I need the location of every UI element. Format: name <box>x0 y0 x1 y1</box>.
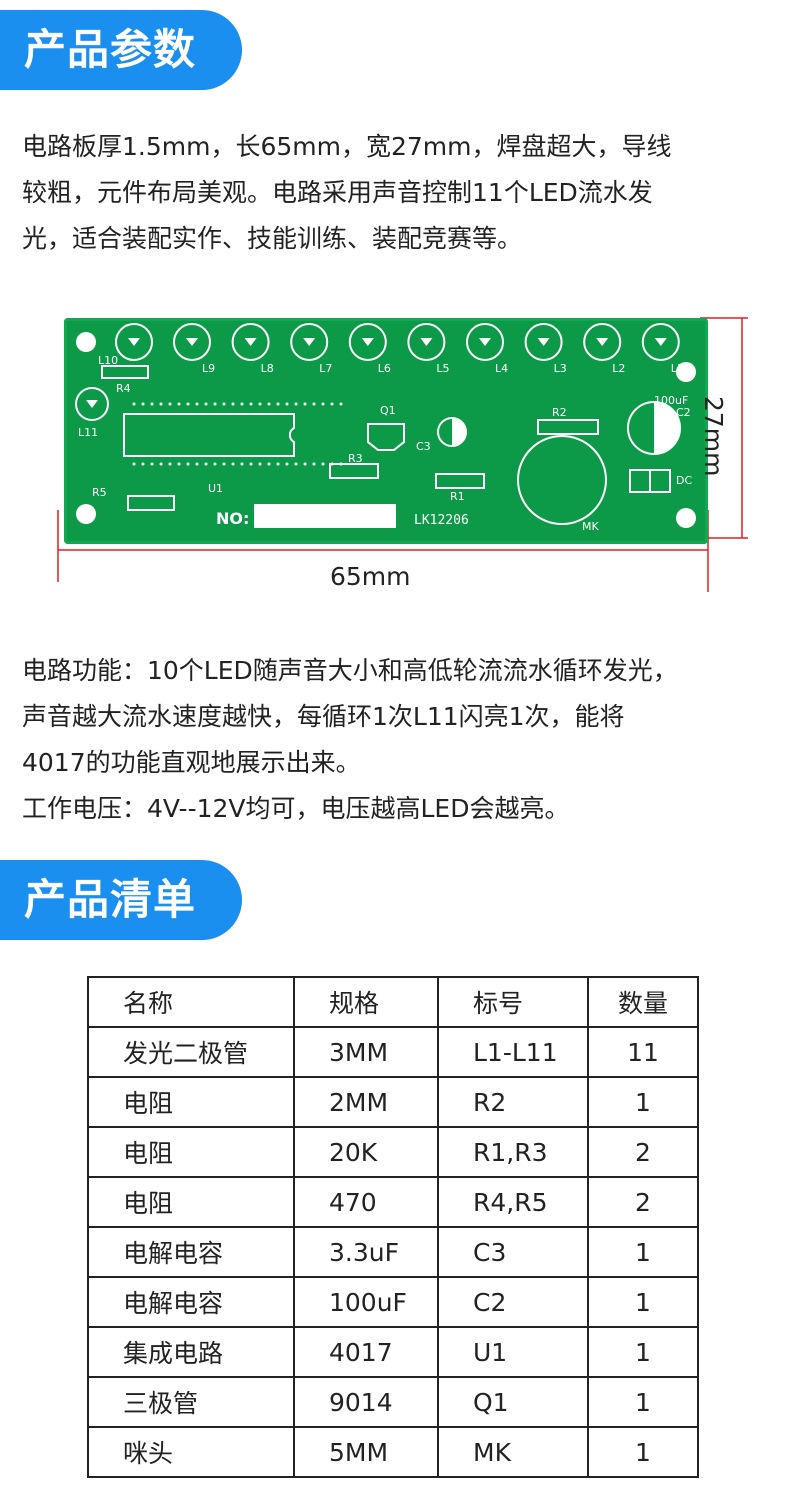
bom-cell-qty: 1 <box>587 1226 699 1278</box>
width-dimension-label: 65mm <box>330 562 411 591</box>
bom-header-ref: 标号 <box>437 976 589 1028</box>
bom-cell-qty: 1 <box>587 1076 699 1128</box>
silk-c2: C2 <box>676 406 691 419</box>
bom-cell-name: 电解电容 <box>87 1276 295 1328</box>
silk-u1: U1 <box>208 482 223 495</box>
bom-cell-spec: 9014 <box>293 1376 439 1428</box>
silk-no: NO: <box>216 509 249 528</box>
bom-cell-ref: L1-L11 <box>437 1026 589 1078</box>
silk-r5: R5 <box>92 486 107 499</box>
silk-r3: R3 <box>348 452 363 465</box>
bom-cell-qty: 2 <box>587 1126 699 1178</box>
silk-led-label: L7 <box>319 362 332 375</box>
silk-c2-value: 100uF <box>654 394 688 407</box>
bom-cell-name: 电阻 <box>87 1126 295 1178</box>
bom-cell-spec: 100uF <box>293 1276 439 1328</box>
intro-line-3: 光，适合装配实作、技能训练、装配竞赛等。 <box>22 224 523 253</box>
bom-cell-name: 三极管 <box>87 1376 295 1428</box>
silk-led-label: L3 <box>554 362 567 375</box>
bom-cell-ref: R1,R3 <box>437 1126 589 1178</box>
bom-cell-ref: MK <box>437 1426 589 1478</box>
bom-cell-ref: C3 <box>437 1226 589 1278</box>
bom-cell-qty: 1 <box>587 1376 699 1428</box>
bom-cell-spec: 3.3uF <box>293 1226 439 1278</box>
bom-cell-ref: U1 <box>437 1326 589 1378</box>
function-line-3: 4017的功能直观地展示出来。 <box>22 748 361 777</box>
bom-cell-qty: 1 <box>587 1276 699 1328</box>
silk-led-label: L5 <box>436 362 449 375</box>
function-line-1: 电路功能：10个LED随声音大小和高低轮流流水循环发光， <box>22 656 678 685</box>
pcb-board: L10 R4 L11 R5 U1 Q1 R3 C3 R1 R2 100uF C2… <box>64 318 708 544</box>
bom-header-qty: 数量 <box>587 976 699 1028</box>
bom-cell-ref: R2 <box>437 1076 589 1128</box>
bom-cell-qty: 1 <box>587 1426 699 1478</box>
silk-led-label: L8 <box>261 362 274 375</box>
silk-model: LK12206 <box>414 513 469 528</box>
bom-cell-qty: 2 <box>587 1176 699 1228</box>
intro-line-2: 较粗，元件布局美观。电路采用声音控制11个LED流水发 <box>22 178 653 207</box>
silk-r1: R1 <box>450 490 465 503</box>
bom-cell-spec: 2MM <box>293 1076 439 1128</box>
silk-led-label: L4 <box>495 362 508 375</box>
bom-cell-name: 咪头 <box>87 1426 295 1478</box>
bom-cell-ref: C2 <box>437 1276 589 1328</box>
bom-cell-name: 集成电路 <box>87 1326 295 1378</box>
bom-header-spec: 规格 <box>293 976 439 1028</box>
intro-paragraph: 电路板厚1.5mm，长65mm，宽27mm，焊盘超大，导线 较粗，元件布局美观。… <box>22 124 772 262</box>
section-title-list: 产品清单 <box>0 860 242 940</box>
bom-cell-name: 电阻 <box>87 1076 295 1128</box>
bom-cell-qty: 11 <box>587 1026 699 1078</box>
silk-mk: MK <box>582 520 599 533</box>
silk-led-label: L6 <box>378 362 391 375</box>
silk-q1: Q1 <box>380 404 396 417</box>
function-line-4: 工作电压：4V--12V均可，电压越高LED会越亮。 <box>22 794 570 823</box>
bom-cell-ref: Q1 <box>437 1376 589 1428</box>
bom-cell-ref: R4,R5 <box>437 1176 589 1228</box>
pcb-figure: L10 R4 L11 R5 U1 Q1 R3 C3 R1 R2 100uF C2… <box>0 300 790 600</box>
silk-led-label: L2 <box>612 362 625 375</box>
height-dimension-label: 27mm <box>699 396 728 477</box>
section-title-params: 产品参数 <box>0 10 242 90</box>
bom-cell-spec: 5MM <box>293 1426 439 1478</box>
bom-header-name: 名称 <box>87 976 295 1028</box>
silk-l11: L11 <box>78 426 98 439</box>
bom-header-row: 名称 规格 标号 数量 <box>87 976 699 1028</box>
silk-r2: R2 <box>552 406 567 419</box>
silk-led-label: L9 <box>202 362 215 375</box>
bom-cell-spec: 3MM <box>293 1026 439 1078</box>
bom-cell-name: 发光二极管 <box>87 1026 295 1078</box>
silk-l10: L10 <box>98 354 118 367</box>
bom-cell-spec: 4017 <box>293 1326 439 1378</box>
silk-dc: DC <box>676 474 692 487</box>
function-line-2: 声音越大流水速度越快，每循环1次L11闪亮1次，能将 <box>22 702 625 731</box>
silk-c3: C3 <box>416 440 431 453</box>
bom-cell-spec: 20K <box>293 1126 439 1178</box>
function-paragraph: 电路功能：10个LED随声音大小和高低轮流流水循环发光， 声音越大流水速度越快，… <box>22 648 772 832</box>
intro-line-1: 电路板厚1.5mm，长65mm，宽27mm，焊盘超大，导线 <box>22 132 672 161</box>
dimension-lines <box>57 317 748 592</box>
bom-cell-name: 电解电容 <box>87 1226 295 1278</box>
bom-cell-name: 电阻 <box>87 1176 295 1228</box>
silk-led-label: L1 <box>671 362 684 375</box>
silk-r4: R4 <box>116 382 131 395</box>
bom-cell-spec: 470 <box>293 1176 439 1228</box>
bom-cell-qty: 1 <box>587 1326 699 1378</box>
